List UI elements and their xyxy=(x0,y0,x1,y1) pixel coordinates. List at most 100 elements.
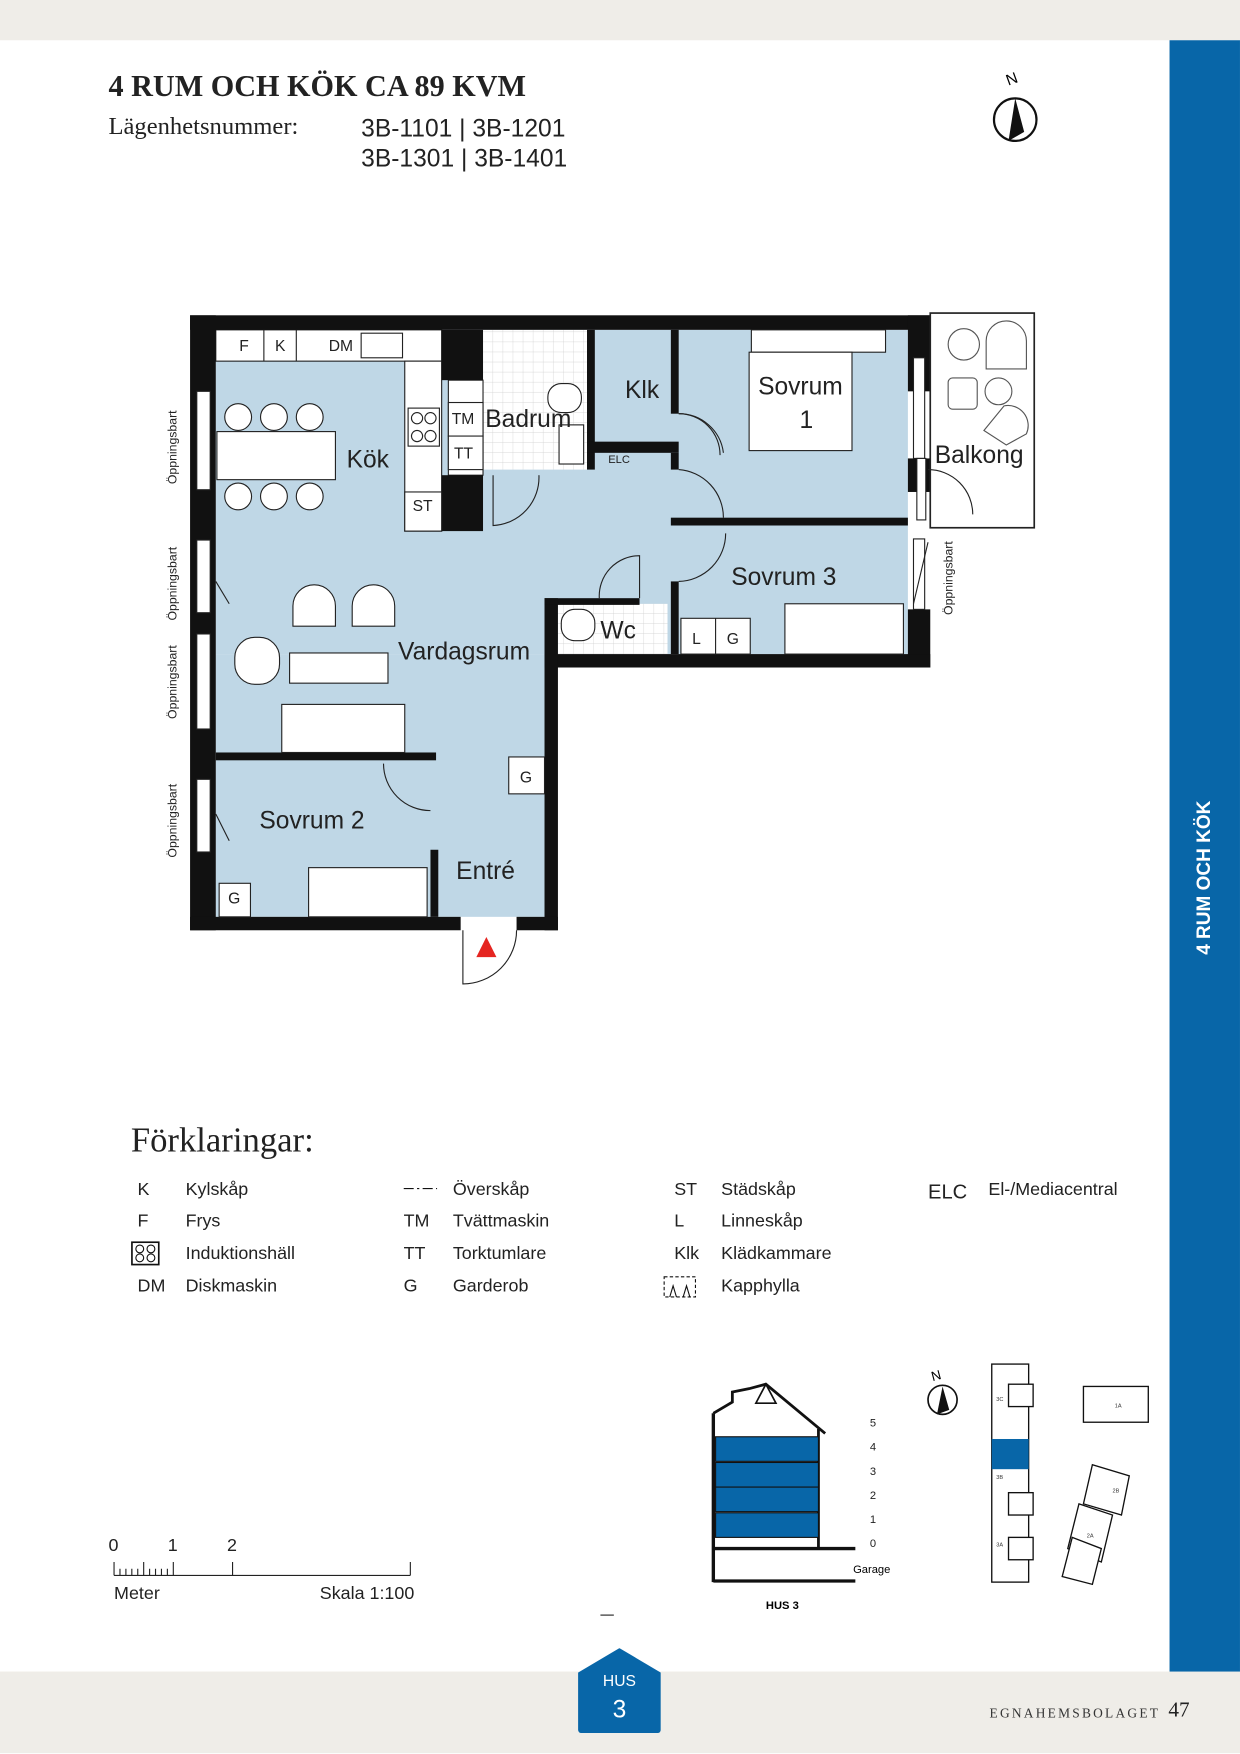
window-label: Öppningsbart xyxy=(166,546,180,620)
site-label: 3C xyxy=(996,1397,1003,1403)
overhead-cabinet-icon xyxy=(403,1181,438,1202)
fixture-dm: DM xyxy=(329,338,353,355)
legend-label: Frys xyxy=(185,1212,221,1232)
site-label: 1A xyxy=(1115,1404,1122,1410)
scale-tick-1: 1 xyxy=(167,1536,178,1556)
doors xyxy=(215,413,974,985)
floor-label: 0 xyxy=(870,1538,876,1550)
legend-code: DM xyxy=(137,1276,166,1296)
house-badge: HUS 3 xyxy=(578,1648,661,1734)
floor-label: 2 xyxy=(870,1490,876,1502)
room-kok: Kök xyxy=(347,446,390,473)
site-label: 3B xyxy=(996,1475,1003,1481)
legend-label: Linneskåp xyxy=(721,1212,803,1232)
room-klk: Klk xyxy=(625,377,660,404)
legend-code: ST xyxy=(674,1180,698,1200)
fixture-st: ST xyxy=(413,498,433,515)
badge-top: HUS xyxy=(603,1673,636,1690)
fixture-l: L xyxy=(692,631,701,648)
badge-number: 3 xyxy=(613,1696,627,1723)
room-sovrum1-number: 1 xyxy=(799,407,813,434)
window-label: Öppningsbart xyxy=(166,410,180,484)
compass-icon: N xyxy=(992,70,1038,142)
room-vardagsrum: Vardagsrum xyxy=(398,639,530,666)
legend-label: Kylskåp xyxy=(185,1180,249,1200)
site-label: 3A xyxy=(996,1542,1003,1548)
floor-label: 1 xyxy=(870,1514,876,1526)
site-plan: N 3C 3B 3A 1A 2B 2A xyxy=(927,1363,1149,1586)
legend-code: TT xyxy=(403,1244,426,1264)
north-label: N xyxy=(1004,70,1020,90)
top-band xyxy=(0,0,1240,41)
garage-label: Garage xyxy=(853,1564,890,1576)
floor-label: 3 xyxy=(870,1466,876,1478)
apartment-numbers-2: 3B-1301 | 3B-1401 xyxy=(361,144,568,173)
legend-code: Klk xyxy=(674,1244,700,1264)
fixture-f: F xyxy=(239,338,249,355)
entrance-arrow-icon xyxy=(476,936,497,958)
legend-label: Diskmaskin xyxy=(185,1276,278,1296)
room-badrum: Badrum xyxy=(485,406,571,433)
legend-code: ELC xyxy=(928,1180,968,1204)
page-number: 47 xyxy=(1168,1698,1190,1722)
fixture-g: G xyxy=(520,770,532,787)
furniture xyxy=(216,329,904,918)
legend-label: Garderob xyxy=(452,1276,529,1296)
room-balkong: Balkong xyxy=(935,442,1024,469)
legend-label: Kapphylla xyxy=(721,1276,800,1296)
fixture-k: K xyxy=(275,338,286,355)
coat-rack-icon xyxy=(663,1275,697,1305)
legend-title: Förklaringar: xyxy=(130,1120,314,1160)
sidebar xyxy=(1169,40,1240,1672)
apartment-label: Lägenhetsnummer: xyxy=(108,111,299,140)
scale-bar xyxy=(113,1561,411,1576)
legend-label: Överskåp xyxy=(452,1180,530,1200)
building-label: HUS 3 xyxy=(766,1600,799,1612)
room-sovrum2: Sovrum 2 xyxy=(259,808,364,835)
divider xyxy=(600,1614,614,1616)
floor-label: 5 xyxy=(870,1418,876,1430)
legend-label: Induktionshäll xyxy=(185,1244,296,1264)
fixture-tm: TM xyxy=(452,411,475,428)
induction-hob-icon xyxy=(131,1241,160,1271)
window-label: Öppningsbart xyxy=(166,645,180,719)
room-sovrum3: Sovrum 3 xyxy=(731,564,836,591)
brand-name: EGNAHEMSBOLAGET xyxy=(989,1705,1161,1721)
fixture-g: G xyxy=(228,890,240,907)
legend-label: El-/Mediacentral xyxy=(988,1180,1118,1200)
site-label: 2A xyxy=(1087,1533,1094,1539)
floor-plan: Öppningsbart Öppningsbart Öppningsbart Ö… xyxy=(166,312,1036,985)
induction-hob-icon xyxy=(131,1241,160,1266)
window-label: Öppningsbart xyxy=(166,783,180,857)
fixture-tt: TT xyxy=(454,445,474,462)
site-north-label: N xyxy=(930,1367,943,1384)
scale-label: Skala 1:100 xyxy=(319,1584,415,1604)
window-label: Öppningsbart xyxy=(942,541,956,615)
legend-label: Städskåp xyxy=(721,1180,796,1200)
balcony-furniture xyxy=(947,320,1029,446)
legend-code: F xyxy=(137,1212,149,1232)
balcony xyxy=(929,312,1036,529)
legend-label: Tvättmaskin xyxy=(452,1212,550,1232)
room-sovrum1: Sovrum xyxy=(758,374,843,401)
scale-tick-0: 0 xyxy=(108,1536,119,1556)
scale-unit: Meter xyxy=(114,1584,160,1604)
legend-code: G xyxy=(403,1276,418,1296)
floor-label: 4 xyxy=(870,1442,876,1454)
page-title: 4 RUM OCH KÖK CA 89 KVM xyxy=(108,69,527,103)
windows xyxy=(196,357,927,853)
scale-tick-2: 2 xyxy=(226,1536,237,1556)
building-elevation: 5 4 3 2 1 0 Garage HUS 3 xyxy=(711,1382,890,1612)
fixture-elc: ELC xyxy=(608,454,630,466)
room-wc: Wc xyxy=(600,617,636,644)
legend-label: Torktumlare xyxy=(452,1244,547,1264)
site-label: 2B xyxy=(1113,1489,1120,1495)
apartment-numbers-1: 3B-1101 | 3B-1201 xyxy=(361,114,566,142)
fixture-g: G xyxy=(727,631,739,648)
legend-code: L xyxy=(674,1212,685,1232)
legend-code: TM xyxy=(403,1212,430,1232)
site-highlight xyxy=(991,1438,1029,1470)
room-entre: Entré xyxy=(456,858,515,885)
legend-code: K xyxy=(137,1180,150,1200)
legend-label: Klädkammare xyxy=(721,1244,832,1264)
